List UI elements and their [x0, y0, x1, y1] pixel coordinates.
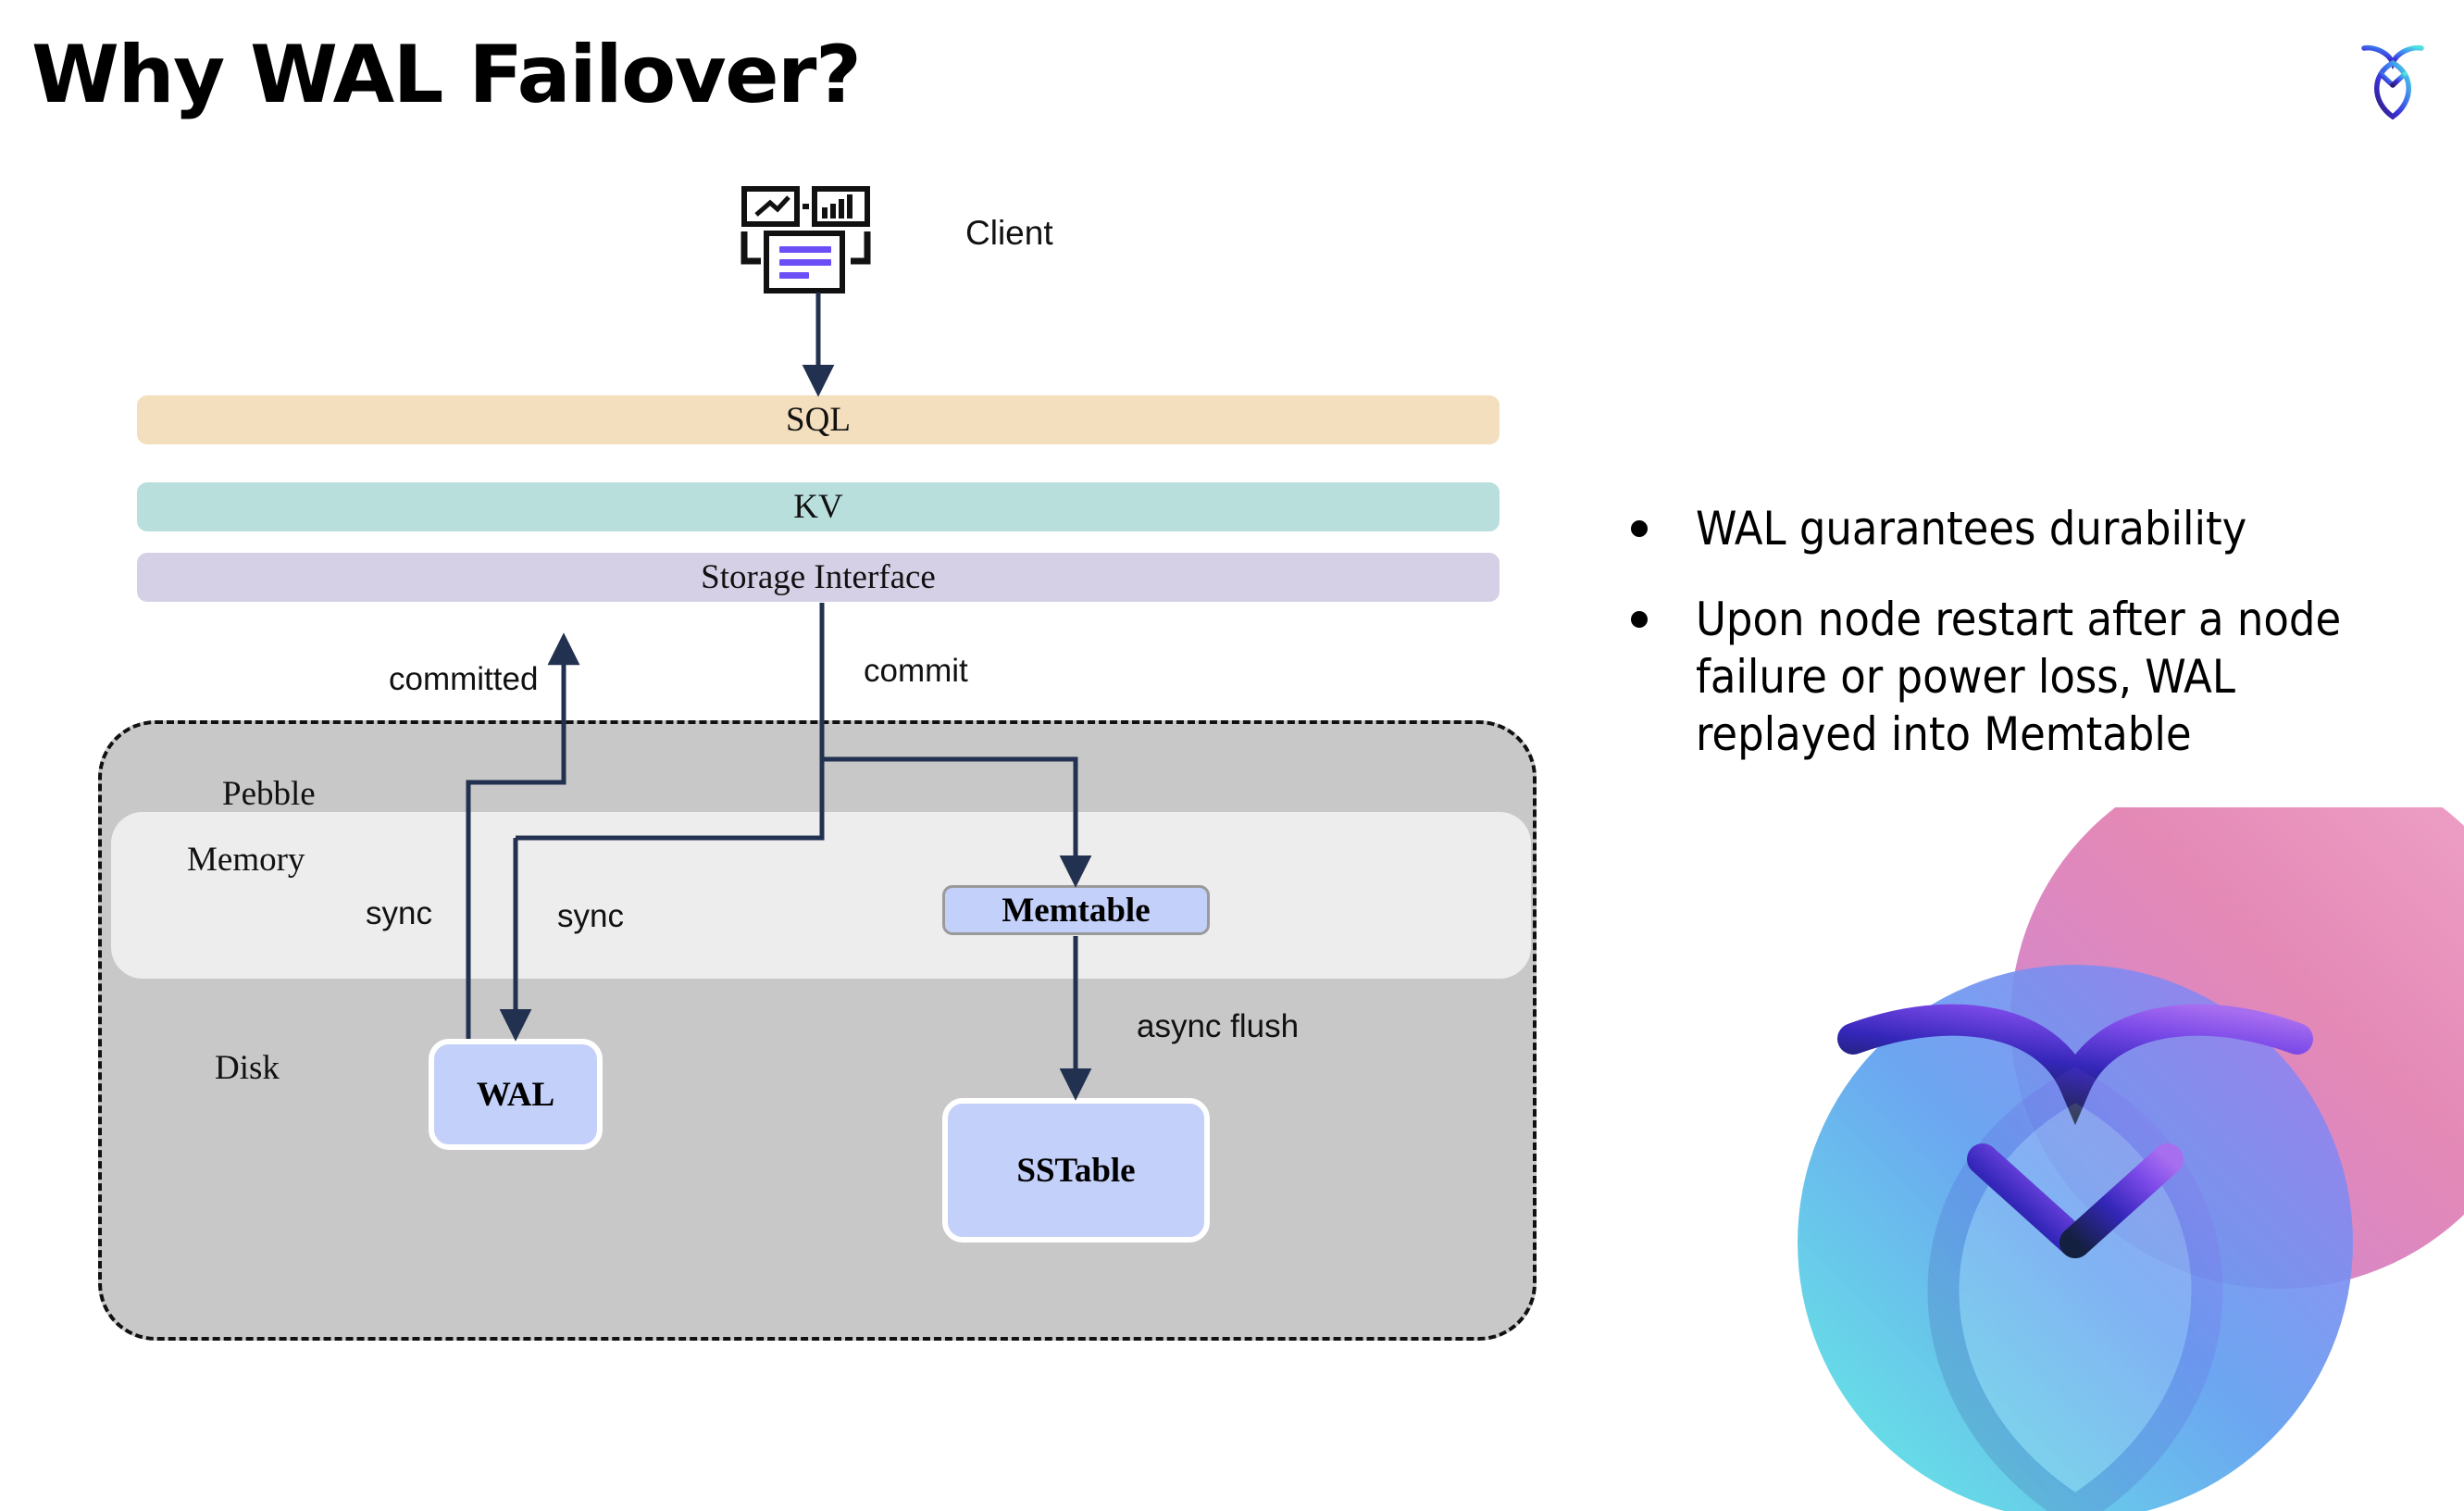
- edge-label-committed: committed: [389, 661, 539, 697]
- layer-bar-sql-label: SQL: [786, 401, 851, 439]
- bullet-text: Upon node restart after a node failure o…: [1696, 593, 2342, 761]
- pebble-container: Pebble Memory Disk: [98, 720, 1537, 1341]
- node-sstable: SSTable: [942, 1098, 1210, 1243]
- client-label: Client: [965, 214, 1053, 252]
- cockroach-leaf-decorative-mark-icon: [1798, 807, 2464, 1511]
- list-item: Upon node restart after a node failure o…: [1631, 591, 2408, 763]
- layer-bar-sql: SQL: [137, 395, 1500, 444]
- layer-bar-kv: KV: [137, 482, 1500, 531]
- edge-label-sync-return: sync: [366, 895, 432, 931]
- layer-bar-kv-label: KV: [793, 488, 843, 526]
- bullet-dot-icon: [1631, 611, 1648, 628]
- layer-bar-storage-interface: Storage Interface: [137, 553, 1500, 602]
- memory-label: Memory: [187, 841, 305, 879]
- memory-region: [111, 812, 1531, 979]
- node-memtable: Memtable: [942, 885, 1210, 935]
- edge-label-sync-write: sync: [557, 898, 624, 934]
- bullet-list: WAL guarantees durability Upon node rest…: [1631, 500, 2408, 796]
- bullet-text: WAL guarantees durability: [1696, 502, 2247, 556]
- node-sstable-label: SSTable: [1016, 1151, 1136, 1190]
- client-dashboard-icon: [740, 186, 871, 293]
- page-title: Why WAL Failover?: [31, 29, 862, 121]
- list-item: WAL guarantees durability: [1631, 500, 2408, 557]
- bullet-dot-icon: [1631, 520, 1648, 537]
- node-wal-label: WAL: [476, 1075, 555, 1114]
- edge-label-async-flush: async flush: [1137, 1008, 1300, 1044]
- edge-label-commit: commit: [864, 653, 968, 689]
- disk-label: Disk: [215, 1049, 280, 1087]
- cockroach-leaf-logo-icon: [2361, 44, 2424, 120]
- node-memtable-label: Memtable: [1002, 891, 1151, 930]
- pebble-label: Pebble: [222, 775, 316, 813]
- node-wal: WAL: [429, 1039, 603, 1150]
- layer-bar-storage-interface-label: Storage Interface: [701, 558, 936, 596]
